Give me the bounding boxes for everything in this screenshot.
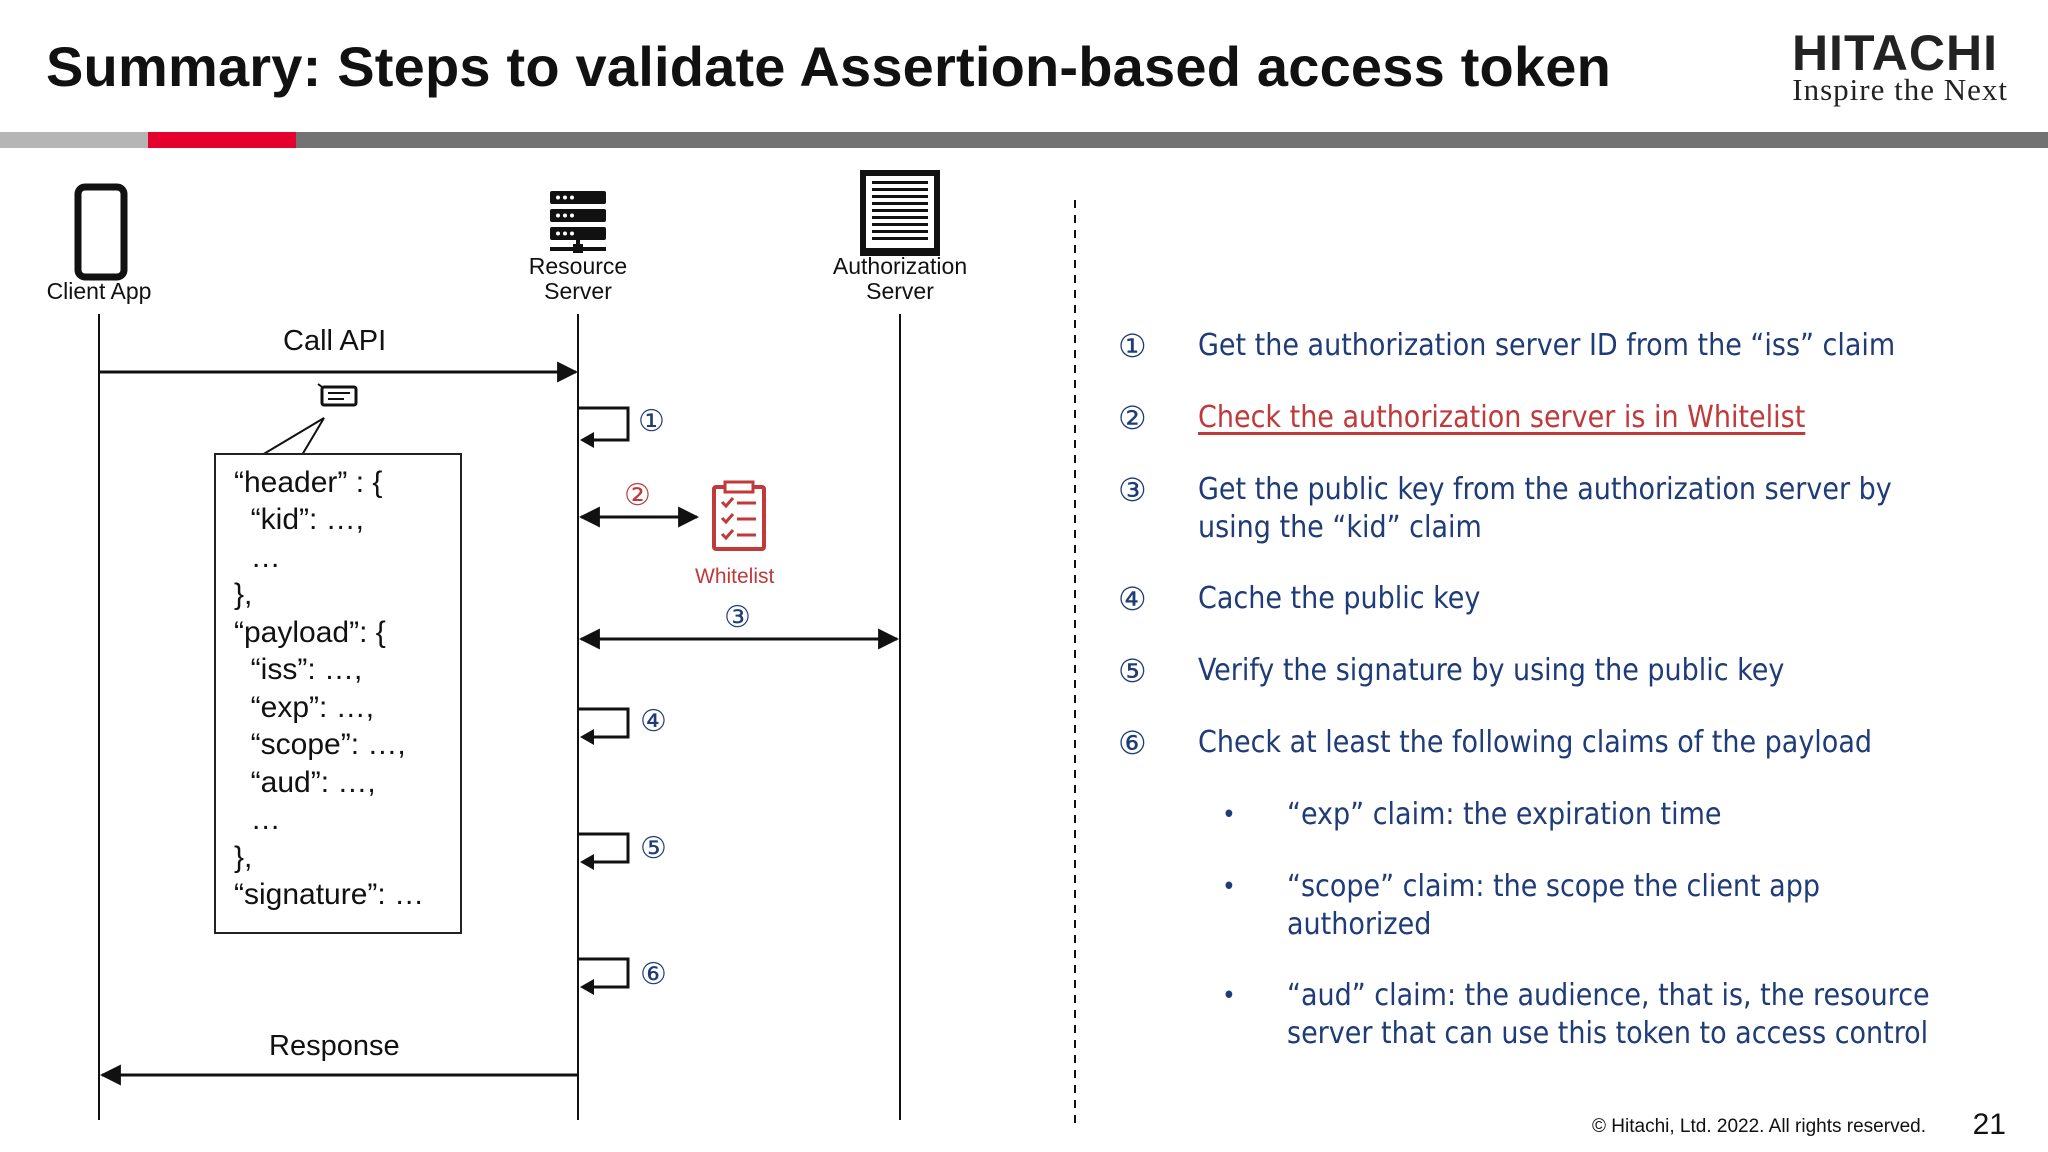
step-text: Cache the public key	[1198, 581, 1481, 616]
step-text: Check at least the following claims of t…	[1198, 725, 1872, 760]
step-number: ⑤	[1118, 652, 1147, 690]
server-rack-icon	[550, 191, 606, 253]
diagram-marker-5: ⑤	[640, 831, 667, 866]
json-line: “iss”: …,	[234, 653, 363, 686]
response-label: Response	[269, 1030, 400, 1062]
self-arrow-6	[578, 957, 630, 995]
token-json-box	[214, 453, 462, 934]
call-api-label: Call API	[283, 325, 387, 357]
divider-red-accent	[148, 132, 296, 148]
claim-text: “exp” claim: the expiration time	[1287, 797, 1722, 832]
step-number: ⑥	[1118, 724, 1147, 762]
client-app-label: Client App	[46, 278, 152, 304]
step-number: ②	[1118, 399, 1147, 437]
divider-grey-segment	[0, 132, 148, 148]
claim-text: “aud” claim: the audience, that is, the …	[1287, 978, 1930, 1013]
bullet: •	[1222, 981, 1236, 1011]
json-line: },	[234, 841, 253, 874]
checklist-icon	[712, 480, 766, 551]
claim-text: server that can use this token to access…	[1287, 1016, 1929, 1051]
step-text: Get the authorization server ID from the…	[1198, 328, 1896, 363]
logo-tagline: Inspire the Next	[1792, 72, 2008, 107]
json-line: …	[234, 541, 281, 574]
claim-text: authorized	[1287, 907, 1432, 942]
ticket-icon	[317, 383, 358, 407]
self-arrow-1	[578, 406, 630, 448]
slide-title: Summary: Steps to validate Assertion-bas…	[46, 35, 1612, 98]
token-callout-tail	[261, 417, 325, 456]
self-arrow-5	[578, 832, 630, 870]
whitelist-label: Whitelist	[695, 565, 775, 588]
auth-server-label-line1: Authorization	[832, 253, 968, 279]
json-line: “payload”: {	[234, 616, 386, 649]
step-text: Check the authorization server is in Whi…	[1198, 400, 1806, 435]
diagram-marker-6: ⑥	[640, 957, 667, 992]
resource-server-label-line2: Server	[544, 278, 612, 304]
step-text: Get the public key from the authorizatio…	[1198, 472, 1892, 507]
diagram-marker-3: ③	[724, 600, 751, 635]
page-number: 21	[1972, 1108, 2006, 1141]
sequence-diagram	[74, 170, 1076, 1125]
diagram-marker-4: ④	[640, 704, 667, 739]
json-line: “kid”: …,	[234, 503, 365, 536]
hitachi-logo: HITACHI	[1791, 25, 1998, 81]
json-line: “exp”: …,	[234, 691, 375, 724]
json-line: “signature”: …	[234, 878, 425, 911]
server-tower-icon	[860, 170, 940, 256]
json-line: “aud”: …,	[234, 766, 376, 799]
header-divider-bar	[0, 132, 2048, 148]
step-number: ③	[1118, 471, 1147, 509]
diagram-marker-1: ①	[638, 404, 665, 439]
json-line: …	[234, 803, 281, 836]
json-line: “header” : {	[234, 466, 383, 499]
smartphone-icon	[74, 183, 128, 281]
bullet: •	[1222, 872, 1236, 902]
step-text: Verify the signature by using the public…	[1198, 653, 1785, 688]
bullet: •	[1222, 800, 1236, 830]
json-line: },	[234, 578, 253, 611]
diagram-marker-2: ②	[624, 478, 651, 513]
step-text: using the “kid” claim	[1198, 510, 1482, 545]
json-line: “scope”: …,	[234, 728, 406, 761]
step-number: ④	[1118, 580, 1147, 618]
copyright-footer: © Hitachi, Ltd. 2022. All rights reserve…	[1592, 1116, 1926, 1137]
step-number: ①	[1118, 327, 1147, 365]
claim-text: “scope” claim: the scope the client app	[1287, 869, 1820, 904]
auth-server-label-line2: Server	[866, 278, 934, 304]
resource-server-label-line1: Resource	[528, 253, 628, 279]
self-arrow-4	[578, 707, 630, 745]
